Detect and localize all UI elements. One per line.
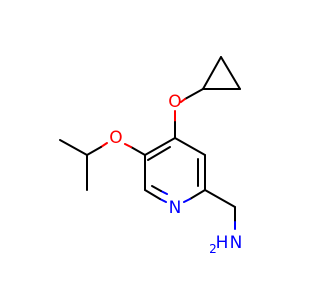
bond-n-c2-double-blue <box>160 190 168 195</box>
bond-o-isopropyl-red <box>100 142 108 148</box>
atom-oxygen-left: O <box>109 128 122 148</box>
bond-cyclopropyl-o <box>184 88 204 100</box>
bond-o-isopropyl <box>86 146 102 156</box>
molecule-structure: O O N H N 2 <box>59 56 243 256</box>
bond-c4-c5 <box>174 137 206 156</box>
bond-cyclopropyl-1 <box>202 56 222 90</box>
bond-c4-c3-double <box>147 146 171 161</box>
bond-c6-n-blue <box>183 198 191 203</box>
bond-ring-o-left-red <box>124 143 132 148</box>
bond-cyclopropyl-2 <box>220 56 241 90</box>
bond-ring-o-left <box>130 146 146 156</box>
bond-isopropyl-methyl-up <box>59 139 88 156</box>
atom-amine-hydrogen: H <box>216 233 229 253</box>
bond-cyclopropyl-o-red <box>180 98 186 103</box>
atom-oxygen-top: O <box>168 92 181 112</box>
bond-n-c2-double <box>151 185 162 192</box>
bond-n-c2-blue <box>159 198 167 203</box>
bond-c4-c3 <box>144 137 176 156</box>
pyridine-ring <box>144 137 206 203</box>
atom-amine-nitrogen: N <box>230 233 243 253</box>
bond-c6-n <box>189 189 206 200</box>
isopropyl-group <box>59 139 88 191</box>
atom-amine-h-count: 2 <box>209 242 217 256</box>
cyclopropyl-ring <box>202 56 241 90</box>
bond-n-c2 <box>144 189 161 200</box>
bond-ring-ch2 <box>204 189 236 208</box>
atom-ring-nitrogen: N <box>169 198 182 218</box>
